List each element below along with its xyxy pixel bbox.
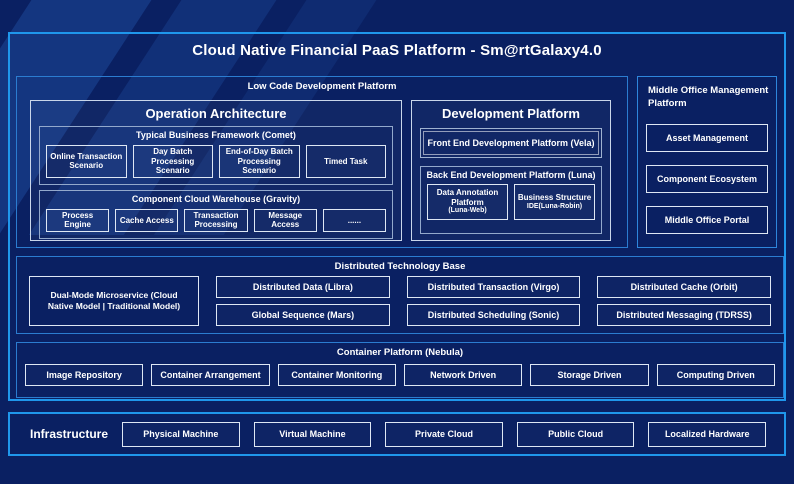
box-day-batch-processing-scenario: Day Batch Processing Scenario (132, 145, 213, 178)
box-transaction-processing: Transaction Processing (184, 208, 248, 232)
section-infrastructure: Infrastructure Physical Machine Virtual … (8, 412, 786, 456)
distributed-column-3: Distributed Cache (Orbit) Distributed Me… (597, 276, 772, 326)
luna-web-sublabel: (Luna-Web) (448, 207, 487, 215)
comet-title: Typical Business Framework (Comet) (136, 130, 296, 140)
box-business-structure-ide-luna-robin: Business Structure IDE(Luna-Robin) (514, 184, 595, 220)
section-middle-office-management-platform: Middle Office Management Platform Asset … (637, 76, 777, 248)
box-middle-office-portal: Middle Office Portal (646, 205, 768, 234)
infrastructure-label: Infrastructure (30, 427, 109, 441)
box-storage-driven: Storage Driven (530, 364, 649, 386)
box-distributed-data-libra: Distributed Data (Libra) (216, 276, 390, 298)
distributed-technology-base-title: Distributed Technology Base (334, 261, 466, 272)
luna-robin-sublabel: IDE(Luna-Robin) (526, 202, 583, 210)
back-end-title: Back End Development Platform (Luna) (426, 170, 596, 180)
development-platform-title: Development Platform (442, 106, 580, 121)
panel-operation-architecture: Operation Architecture Typical Business … (30, 100, 402, 241)
box-end-of-day-batch-processing-scenario: End-of-Day Batch Processing Scenario (219, 145, 300, 178)
back-end-items-row: Data Annotation Platform (Luna-Web) Busi… (427, 184, 595, 220)
box-public-cloud: Public Cloud (516, 421, 635, 447)
box-virtual-machine: Virtual Machine (253, 421, 372, 447)
group-component-cloud-warehouse-gravity: Component Cloud Warehouse (Gravity) Proc… (39, 189, 393, 239)
box-container-arrangement: Container Arrangement (151, 364, 270, 386)
box-process-engine: Process Engine (46, 208, 110, 232)
box-image-repository: Image Repository (25, 364, 144, 386)
business-structure-label: Business Structure (517, 193, 592, 202)
group-typical-business-framework-comet: Typical Business Framework (Comet) Onlin… (39, 126, 393, 185)
box-distributed-messaging-tdrss: Distributed Messaging (TDRSS) (597, 304, 772, 326)
low-code-platform-title: Low Code Development Platform (247, 81, 397, 92)
container-platform-title: Container Platform (Nebula) (336, 347, 464, 358)
box-distributed-scheduling-sonic: Distributed Scheduling (Sonic) (406, 304, 581, 326)
box-cache-access: Cache Access (115, 208, 179, 232)
section-distributed-technology-base: Distributed Technology Base Dual-Mode Mi… (16, 256, 784, 334)
container-platform-items-row: Image Repository Container Arrangement C… (25, 364, 775, 386)
middle-office-title: Middle Office Management Platform (648, 85, 769, 109)
distributed-column-2: Distributed Transaction (Virgo) Distribu… (406, 276, 581, 326)
box-message-access: Message Access (253, 208, 317, 232)
data-annotation-platform-label: Data Annotation Platform (436, 188, 499, 207)
operation-architecture-title: Operation Architecture (145, 106, 287, 121)
box-ellipsis: ...... (322, 208, 387, 232)
box-dual-mode-microservice: Dual-Mode Microservice (Cloud Native Mod… (29, 276, 199, 326)
section-container-platform-nebula: Container Platform (Nebula) Image Reposi… (16, 342, 784, 398)
distributed-items-row: Dual-Mode Microservice (Cloud Native Mod… (29, 276, 772, 326)
box-distributed-transaction-virgo: Distributed Transaction (Virgo) (406, 276, 581, 298)
box-component-ecosystem: Component Ecosystem (646, 164, 768, 193)
box-global-sequence-mars: Global Sequence (Mars) (216, 304, 390, 326)
box-network-driven: Network Driven (403, 364, 523, 386)
box-online-transaction-scenario: Online Transaction Scenario (46, 145, 127, 178)
box-localized-hardware: Localized Hardware (648, 421, 766, 447)
box-container-monitoring: Container Monitoring (277, 364, 396, 386)
gravity-items-row: Process Engine Cache Access Transaction … (46, 208, 387, 232)
comet-items-row: Online Transaction Scenario Day Batch Pr… (46, 145, 386, 178)
box-physical-machine: Physical Machine (122, 421, 240, 447)
section-low-code-development-platform: Low Code Development Platform Operation … (16, 76, 628, 248)
gravity-title: Component Cloud Warehouse (Gravity) (131, 193, 301, 204)
page-title: Cloud Native Financial PaaS Platform - S… (192, 42, 602, 59)
distributed-column-1: Distributed Data (Libra) Global Sequence… (216, 276, 390, 326)
box-data-annotation-platform-luna-web: Data Annotation Platform (Luna-Web) (427, 184, 508, 220)
box-distributed-cache-orbit: Distributed Cache (Orbit) (597, 276, 772, 298)
box-private-cloud: Private Cloud (385, 421, 503, 447)
main-diagram-frame: Cloud Native Financial PaaS Platform - S… (8, 32, 786, 401)
box-timed-task: Timed Task (305, 145, 386, 178)
box-asset-management: Asset Management (646, 123, 768, 152)
group-back-end-development-platform-luna: Back End Development Platform (Luna) Dat… (420, 166, 602, 234)
panel-development-platform: Development Platform Front End Developme… (411, 100, 611, 241)
box-computing-driven: Computing Driven (656, 364, 775, 386)
box-front-end-development-platform-vela: Front End Development Platform (Vela) (420, 128, 602, 158)
